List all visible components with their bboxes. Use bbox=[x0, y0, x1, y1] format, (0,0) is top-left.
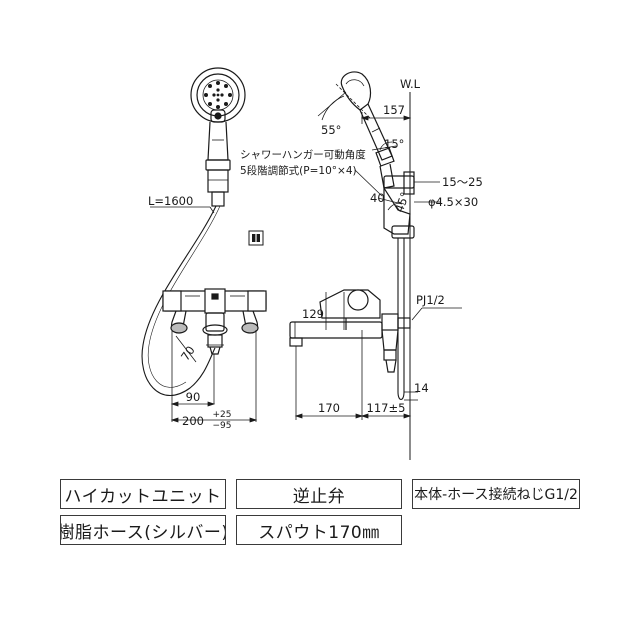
side-dimension-lines bbox=[294, 292, 462, 420]
spec-check-valve: 逆止弁 bbox=[236, 479, 402, 509]
spec-hose-thread: 本体-ホース接続ねじG1/2 bbox=[412, 479, 580, 509]
dim-90: 90 bbox=[186, 390, 201, 404]
faucet-side bbox=[289, 289, 411, 373]
hanger-note-line1: シャワーハンガー可動角度 bbox=[240, 148, 366, 161]
pj-thread-label: PJ1/2 bbox=[416, 293, 445, 307]
dim-14: 14 bbox=[414, 381, 429, 395]
shower-head-front bbox=[190, 67, 246, 207]
angle-45: 45° bbox=[392, 190, 412, 214]
shower-hose bbox=[141, 205, 217, 396]
angle-marks bbox=[317, 83, 405, 211]
dim-170: 170 bbox=[318, 401, 340, 415]
spec-high-cut-unit: ハイカットユニット bbox=[60, 479, 226, 509]
front-dimension-lines bbox=[170, 330, 258, 423]
spec-spout-170: スパウト170㎜ bbox=[236, 515, 402, 545]
water-level-label: W.L bbox=[400, 77, 421, 91]
dim-157: 157 bbox=[383, 103, 405, 117]
technical-drawing: L=1600 7 bbox=[141, 67, 483, 460]
dim-40: 40 bbox=[370, 191, 385, 205]
dim-15-25: 15〜25 bbox=[442, 175, 483, 189]
dim-200-tol-minus: −95 bbox=[213, 421, 232, 431]
dim-117: 117±5 bbox=[367, 401, 406, 415]
dim-200: 200 bbox=[182, 414, 204, 428]
faucet-body-front bbox=[162, 288, 267, 355]
caution-mark-icon bbox=[248, 230, 264, 246]
dim-4-5x30: φ4.5×30 bbox=[428, 195, 478, 209]
slide-bar bbox=[397, 238, 405, 401]
hose-length-label: L=1600 bbox=[148, 194, 193, 208]
hanger-note-line2: 5段階調節式(P=10°×4) bbox=[240, 164, 357, 177]
dim-200-tol-plus: +25 bbox=[213, 410, 232, 420]
angle-55: 55° bbox=[321, 123, 341, 137]
dim-70: 70 bbox=[178, 343, 198, 363]
spec-resin-hose: 樹脂ホース(シルバー) bbox=[60, 515, 226, 545]
dim-129: 129 bbox=[302, 307, 324, 321]
angle-15: 15° bbox=[384, 137, 404, 151]
